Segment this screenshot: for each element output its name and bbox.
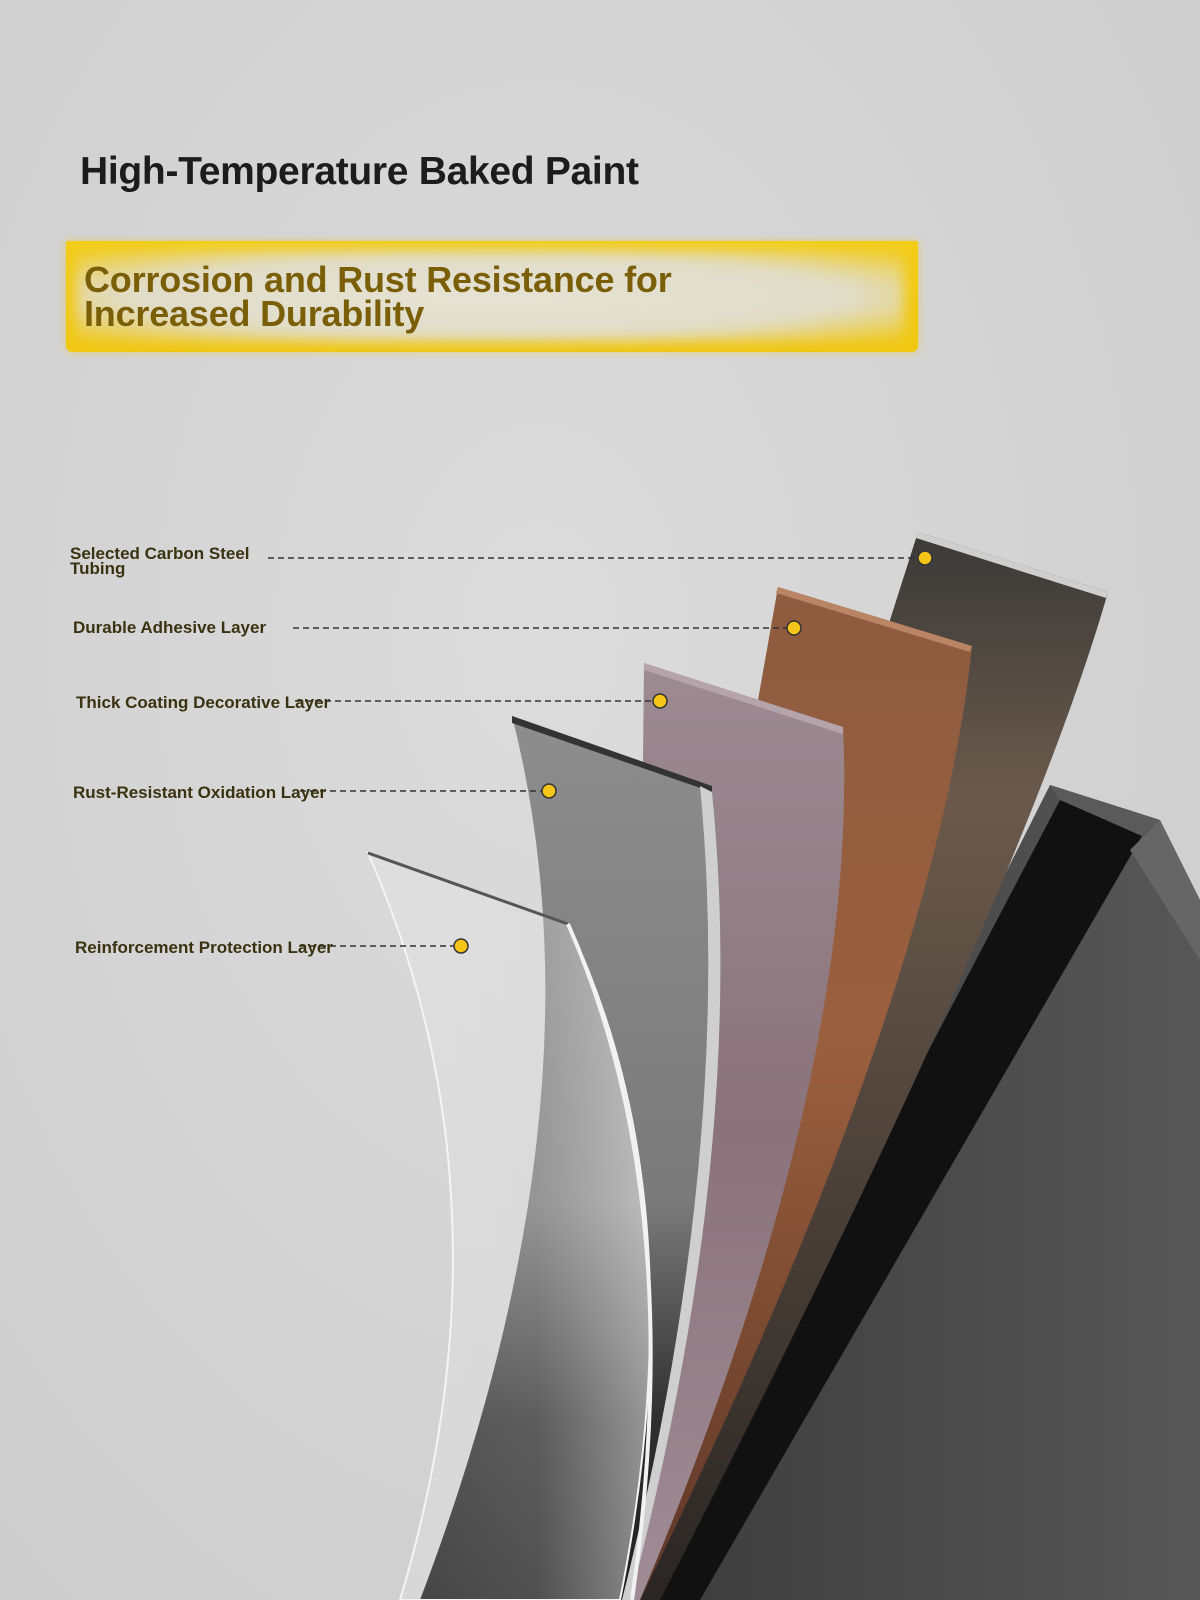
marker-oxidation: [541, 783, 557, 799]
label-steel-line2: Tubing: [70, 559, 126, 578]
label-steel: Selected Carbon Steel Tubing: [70, 544, 250, 578]
marker-decorative: [652, 693, 668, 709]
layer-reinforcement-strip: [366, 851, 653, 1600]
marker-steel: [917, 550, 933, 566]
subtitle-banner: Corrosion and Rust Resistance for Increa…: [66, 241, 918, 352]
markers: [453, 550, 933, 954]
marker-adhesive: [786, 620, 802, 636]
square-tube: [640, 785, 1200, 1600]
banner-subtitle: Corrosion and Rust Resistance for Increa…: [84, 259, 672, 334]
label-oxidation: Rust-Resistant Oxidation Layer: [73, 783, 327, 802]
marker-reinforcement: [453, 938, 469, 954]
label-reinforcement: Reinforcement Protection Layer: [75, 938, 333, 957]
label-steel-line1: Selected Carbon Steel: [70, 544, 250, 563]
label-decorative: Thick Coating Decorative Layer: [76, 693, 331, 712]
page-title: High-Temperature Baked Paint: [80, 150, 639, 193]
label-adhesive: Durable Adhesive Layer: [73, 618, 267, 637]
leader-lines: [268, 557, 922, 947]
